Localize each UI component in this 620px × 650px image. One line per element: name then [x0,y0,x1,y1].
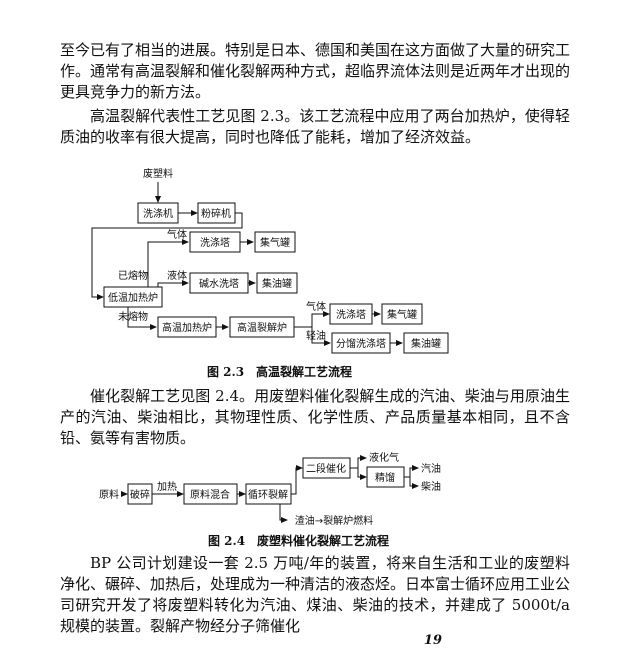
high-furnace-label: 高温加热炉 [162,321,212,334]
crusher-label: 粉碎机 [201,207,231,220]
gas-washer-label: 洗涤塔 [200,236,230,249]
frac-washer-label: 分馏洗涤塔 [336,337,386,350]
low-furnace-label: 低温加热炉 [108,291,158,304]
cycle-crack-box [245,483,292,505]
gas-label-2: 气体 [306,300,326,313]
page-number: 19 [423,633,442,648]
second-cat-label: 二段催化 [306,462,346,475]
diesel-label: 柴油 [421,480,441,493]
gasoline-label: 汽油 [421,462,441,475]
cycle-crack-label: 循环裂解 [248,488,288,501]
figure-2-4-caption: 图 2.4 废塑料催化裂解工艺流程 [208,534,390,548]
low-furnace-box [103,286,163,308]
figure-2-3-caption: 图 2.3 高温裂解工艺流程 [207,365,353,379]
crusher-box [197,202,236,224]
second-cat-box [302,457,351,479]
raw-mix-label: 原料混合 [190,488,230,501]
oil-tank2-box [403,332,449,354]
paragraph-1: 至今已有了相当的进展。特别是日本、德国和美国在这方面做了大量的研究工作。通常有高… [60,41,571,101]
gas-washer2-box [329,303,373,325]
melted-label: 已熔物 [118,269,148,282]
oil-tank-box [256,272,298,294]
oil-tank2-label: 集油罐 [411,337,441,350]
crush-label: 破碎 [130,488,150,501]
raw-label: 原料 [99,488,119,501]
washer-box [137,202,179,224]
gas-tank2-label: 集气罐 [387,308,417,321]
frac-washer-box [331,332,391,354]
gas-label: 气体 [167,228,187,241]
high-cracker-box [229,316,295,338]
gas-tank-box [254,231,296,253]
washer-label: 洗涤机 [143,207,173,220]
oil-tank-label: 集油罐 [262,277,292,290]
alkali-washer-label: 碱水洗塔 [199,277,239,290]
gas-washer2-label: 洗涤塔 [336,308,366,321]
light-oil-label: 轻油 [306,329,326,342]
lpg-label: 液化气 [369,451,399,464]
high-furnace-box [157,316,217,338]
high-cracker-label: 高温裂解炉 [237,321,287,334]
alkali-washer-box [189,272,249,294]
heat-label: 加热 [157,480,177,493]
unmelted-label: 未熔物 [118,310,148,323]
residue-label: 渣油→裂解炉燃料 [295,514,373,527]
paragraph-3: 催化裂解工艺见图 2.4。用废塑料催化裂解生成的汽油、柴油与用原油生产的汽油、柴… [60,387,570,447]
refine-label: 精馏 [375,471,395,484]
input-label: 废塑料 [143,167,173,180]
refine-box [366,466,405,488]
gas-tank-label: 集气罐 [260,236,290,249]
gas-tank2-box [381,303,423,325]
raw-mix-box [183,483,238,505]
paragraph-4: BP 公司计划建设一套 2.5 万吨/年的装置，将来自生活和工业的废塑料净化、碾… [60,554,571,635]
liquid-label: 液体 [167,269,187,282]
gas-washer-box [189,231,241,253]
paragraph-2: 高温裂解代表性工艺见图 2.3。该工艺流程中应用了两台加热炉，使得轻质油的收率有… [60,107,570,146]
crush-box [127,483,153,505]
